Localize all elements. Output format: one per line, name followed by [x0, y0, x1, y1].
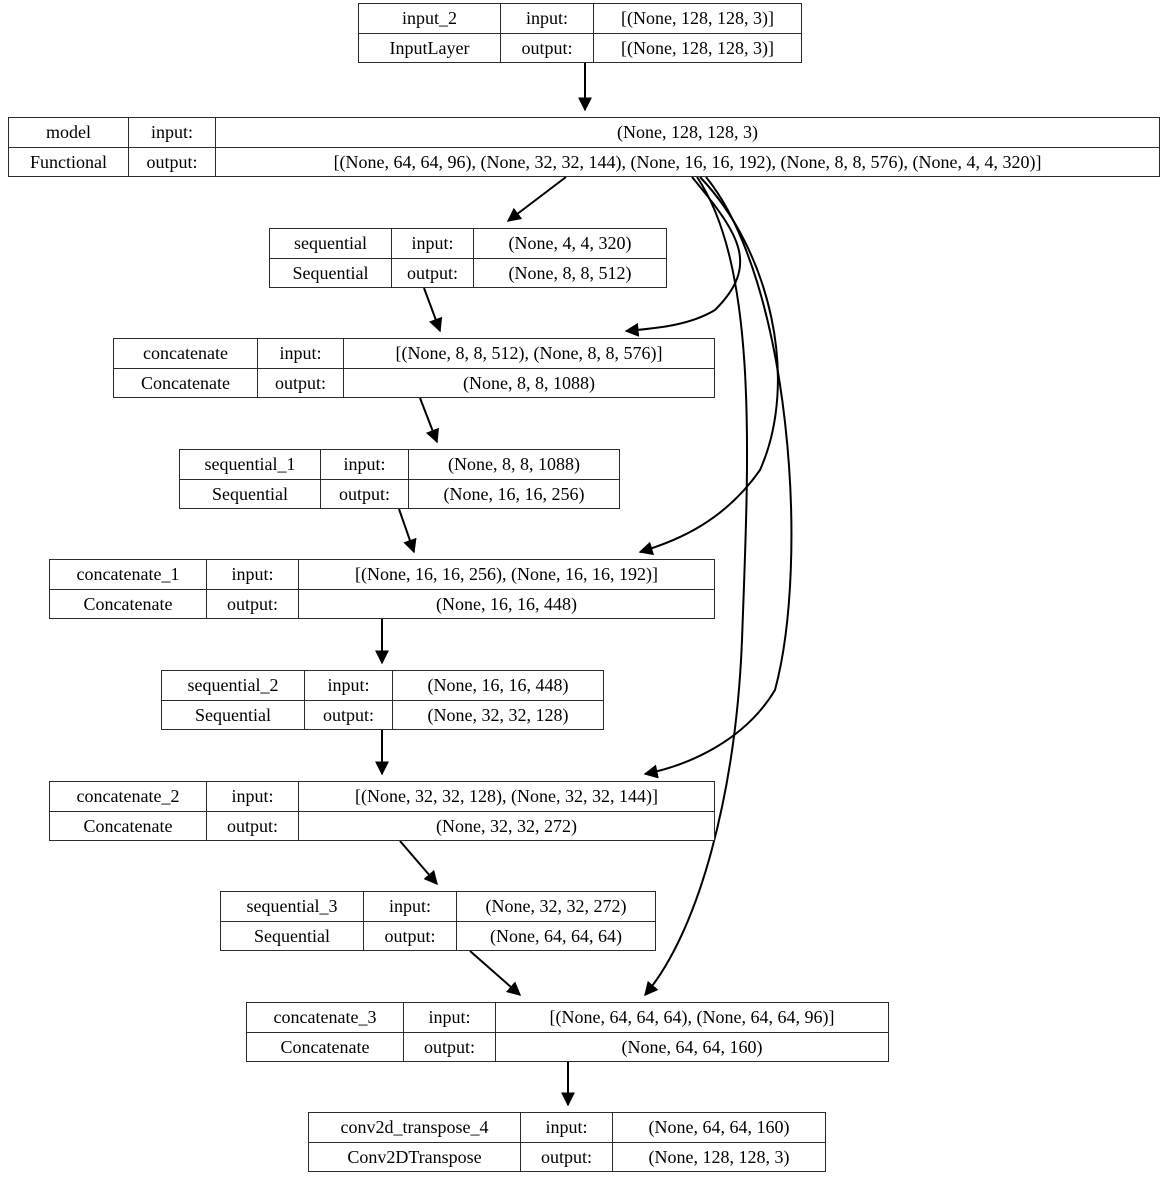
- node-name-concatenate: concatenate: [114, 339, 258, 368]
- node-output-label-concatenate_3: output:: [404, 1032, 496, 1061]
- node-input-shape-input_2: [(None, 128, 128, 3)]: [621, 8, 774, 29]
- node-output-label-sequential: output:: [392, 258, 474, 287]
- node-input-shape-concatenate_2: [(None, 32, 32, 128), (None, 32, 32, 144…: [355, 786, 658, 807]
- edge-model-sequential: [506, 176, 567, 222]
- node-input-shape-conv2d_transpose_4: (None, 64, 64, 160): [648, 1117, 790, 1138]
- node-output-label-input_2: output:: [501, 33, 594, 62]
- node-type-conv2d_transpose_4: Conv2DTranspose: [309, 1142, 521, 1171]
- node-output-shape-concatenate: (None, 8, 8, 1088): [463, 372, 595, 393]
- node-output-shape-sequential_1: (None, 16, 16, 256): [443, 483, 585, 504]
- node-type-concatenate_2: Concatenate: [50, 811, 207, 840]
- node-name-model: model: [9, 118, 129, 147]
- node-name-concatenate_1: concatenate_1: [50, 560, 207, 589]
- node-input-label-concatenate: input:: [258, 339, 344, 368]
- node-input-label-concatenate_2: input:: [207, 782, 299, 811]
- node-input-label-sequential_3: input:: [364, 892, 457, 921]
- node-input-shape-sequential_1: (None, 8, 8, 1088): [448, 454, 580, 475]
- node-input-label-conv2d_transpose_4: input:: [521, 1113, 613, 1142]
- node-output-shape-model: [(None, 64, 64, 96), (None, 32, 32, 144)…: [333, 151, 1042, 172]
- node-type-model: Functional: [9, 147, 129, 176]
- node-type-concatenate_1: Concatenate: [50, 589, 207, 618]
- node-input-shape-sequential_2: (None, 16, 16, 448): [427, 675, 569, 696]
- node-type-sequential_1: Sequential: [180, 479, 321, 508]
- node-name-sequential_2: sequential_2: [162, 671, 305, 700]
- node-type-sequential_2: Sequential: [162, 700, 305, 729]
- node-input-shape-concatenate_1: [(None, 16, 16, 256), (None, 16, 16, 192…: [355, 564, 658, 585]
- edge-sequential-concatenate: [423, 287, 443, 333]
- node-input-shape-sequential_3: (None, 32, 32, 272): [485, 896, 627, 917]
- node-type-concatenate_3: Concatenate: [247, 1032, 404, 1061]
- node-input-label-sequential_1: input:: [321, 450, 409, 479]
- node-input-shape-concatenate_3: [(None, 64, 64, 64), (None, 64, 64, 96)]: [549, 1007, 835, 1028]
- node-output-shape-concatenate_3: (None, 64, 64, 160): [621, 1036, 763, 1057]
- node-output-shape-sequential_2: (None, 32, 32, 128): [427, 704, 569, 725]
- node-input-shape-concatenate: [(None, 8, 8, 512), (None, 8, 8, 576)]: [395, 343, 663, 364]
- node-output-label-concatenate_1: output:: [207, 589, 299, 618]
- node-type-concatenate: Concatenate: [114, 368, 258, 397]
- node-output-shape-input_2: [(None, 128, 128, 3)]: [621, 37, 774, 58]
- node-output-label-model: output:: [129, 147, 216, 176]
- node-output-shape-sequential_3: (None, 64, 64, 64): [490, 925, 622, 946]
- node-type-input_2: InputLayer: [359, 33, 501, 62]
- edge-sequential1-concatenate1: [398, 508, 417, 554]
- node-name-sequential_3: sequential_3: [221, 892, 364, 921]
- node-name-sequential_1: sequential_1: [180, 450, 321, 479]
- node-input-label-input_2: input:: [501, 4, 594, 33]
- node-output-label-concatenate_2: output:: [207, 811, 299, 840]
- node-input-label-model: input:: [129, 118, 216, 147]
- node-input-shape-model: (None, 128, 128, 3): [617, 122, 758, 143]
- node-name-sequential: sequential: [270, 229, 392, 258]
- node-output-label-concatenate: output:: [258, 368, 344, 397]
- edge-sequential3-concatenate3: [469, 950, 522, 996]
- node-output-label-sequential_3: output:: [364, 921, 457, 950]
- node-type-sequential_3: Sequential: [221, 921, 364, 950]
- node-output-label-sequential_1: output:: [321, 479, 409, 508]
- node-input-label-concatenate_3: input:: [404, 1003, 496, 1032]
- node-input-shape-sequential: (None, 4, 4, 320): [508, 233, 632, 254]
- node-name-concatenate_3: concatenate_3: [247, 1003, 404, 1032]
- node-input-label-sequential: input:: [392, 229, 474, 258]
- node-input-label-sequential_2: input:: [305, 671, 393, 700]
- node-input-label-concatenate_1: input:: [207, 560, 299, 589]
- edge-concatenate-sequential1: [419, 397, 439, 444]
- node-output-shape-concatenate_2: (None, 32, 32, 272): [436, 815, 577, 836]
- node-output-label-sequential_2: output:: [305, 700, 393, 729]
- node-name-conv2d_transpose_4: conv2d_transpose_4: [309, 1113, 521, 1142]
- edge-concatenate2-sequential3: [399, 840, 438, 886]
- node-name-concatenate_2: concatenate_2: [50, 782, 207, 811]
- node-output-shape-conv2d_transpose_4: (None, 128, 128, 3): [648, 1146, 790, 1167]
- node-type-sequential: Sequential: [270, 258, 392, 287]
- node-output-shape-sequential: (None, 8, 8, 512): [508, 262, 632, 283]
- node-output-label-conv2d_transpose_4: output:: [521, 1142, 613, 1171]
- node-name-input_2: input_2: [359, 4, 501, 33]
- node-output-shape-concatenate_1: (None, 16, 16, 448): [436, 593, 577, 614]
